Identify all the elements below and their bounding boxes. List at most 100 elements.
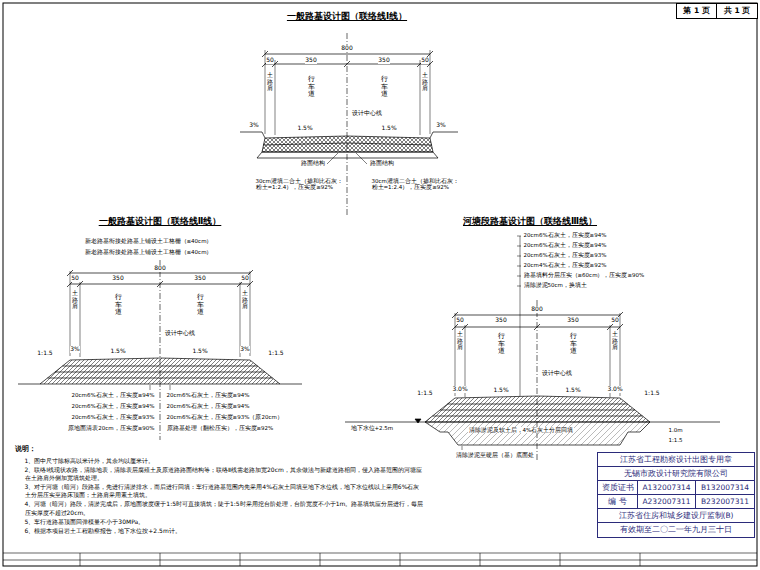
section-two-line — [160, 260, 161, 440]
annotation-label: 1.5% — [493, 387, 509, 394]
annotation-label: 20cm6%石灰土，压实度≥94% — [71, 403, 155, 409]
annotation-label: 设计中心线 — [164, 330, 195, 336]
annotation-label: 路面结构 — [369, 160, 394, 166]
section-three-line — [425, 422, 650, 445]
annotation-label: 350 — [194, 275, 206, 282]
annotation-label: 50 — [611, 317, 620, 324]
vertical-label: 行车道 — [115, 294, 122, 317]
section-two-line — [48, 366, 273, 378]
stamp-text: 共 1 页 — [717, 4, 757, 18]
section-two-line — [40, 358, 280, 384]
annotation-label: 30cm灌填二合土（掺和比石灰：粉土=1:2.4），压实度≥92% — [255, 178, 344, 191]
annotation-label: 1:1.5 — [644, 390, 660, 397]
annotation-label: 1.5% — [565, 387, 581, 394]
annotation-label: 1.5% — [297, 125, 313, 132]
annotation-label: 1.5% — [381, 125, 397, 132]
vertical-label: 土路肩 — [457, 331, 463, 351]
section-three-line — [452, 312, 623, 318]
annotation-label: 20cm6%石灰土，压实度≥94% — [166, 392, 250, 398]
annotation-label: 1.0m — [668, 427, 683, 433]
section-three-line — [415, 419, 421, 423]
stamp-text: B232007311 — [696, 495, 754, 509]
annotation-label: 20cm6%石灰土，压实度≥94% — [166, 403, 250, 409]
section-three-line — [520, 236, 521, 396]
annotation-label: 30cm灌填二合土（掺和比石灰：粉土=1:2.4），压实度≥92% — [371, 178, 460, 191]
annotation-label: 清除淤泥50cm，换填土 — [523, 282, 587, 288]
vertical-label: 行车道 — [197, 294, 204, 317]
annotation-label: 1.5% — [192, 348, 208, 355]
annotation-label: 800 — [341, 45, 353, 52]
stamp-text: B132007314 — [696, 481, 754, 495]
annotation-label: 原路基处理（翻松压实），压实度≥92% — [166, 425, 274, 431]
section-three-line — [517, 236, 521, 286]
annotation-label: 350 — [495, 317, 507, 324]
section-one-line — [327, 153, 367, 164]
seal-stamp-box: 江苏省工程勘察设计出图专用章无锡市政设计研究院有限公司资质证书A13200731… — [597, 452, 755, 538]
annotation-label: 20cm6%石灰土，压实度≥94% — [523, 242, 607, 248]
stamp-text: A232007311 — [638, 495, 696, 509]
section-two-line — [18, 384, 302, 385]
section-one-line — [262, 51, 433, 57]
annotation-label: 50 — [456, 317, 465, 324]
annotation-label: 350 — [567, 317, 579, 324]
stamp-text: 江苏省工程勘察设计出图专用章 — [598, 453, 754, 467]
annotation-label: 清除淤泥及软土后，4%石灰土分层回填 — [468, 427, 574, 433]
annotation-label: 1:1.5 — [417, 390, 433, 397]
annotation-label: 20cm6%石灰土，压实度≥93% — [71, 414, 155, 420]
vertical-label: 行车道 — [498, 333, 505, 356]
annotation-label: 800 — [531, 306, 543, 313]
vertical-label: 土路肩 — [422, 72, 428, 92]
section-three-line — [345, 422, 720, 423]
stamp-text: 有效期至二〇二一年九月三十日 — [598, 523, 754, 537]
sheet-frame-line — [3, 3, 757, 566]
annotation-label: 1:1.5 — [268, 350, 284, 357]
annotation-label: 3% — [240, 346, 251, 353]
section-one-line — [263, 143, 432, 145]
annotation-label: 设计中心线 — [541, 370, 572, 376]
section-one-line — [265, 50, 430, 135]
note-text: 5、车行道路基顶面回弹模量不小于30MPa。 — [24, 518, 425, 526]
annotation-label: 1:1.5 — [668, 437, 683, 443]
annotation-label: 20cm6%石灰土，压实度≥94% — [71, 392, 155, 398]
note-text: 4、河塘（暗河）路段，清淤完成后，原地面坡度缓于1:5时可直接填筑；陡于1:5时… — [24, 500, 425, 516]
section-one-line — [347, 33, 348, 215]
vertical-label: 土路肩 — [242, 290, 248, 310]
annotation-label: 路面结构 — [300, 160, 325, 166]
section-three-line — [433, 404, 643, 416]
vertical-label: 行车道 — [381, 76, 388, 99]
annotation-label: 地下水位+2.5m — [350, 425, 394, 431]
page-number-box: 第 1 页共 1 页 — [676, 3, 758, 19]
note-text: 2、联络Ⅰ线现状农路，清除地表，清除表层腐殖土及原道路路面结构等；联络Ⅱ线需老路… — [24, 466, 425, 482]
section-three-line — [462, 446, 463, 450]
section-three-line — [425, 396, 650, 422]
annotation-label: 50 — [71, 275, 80, 282]
annotation-label: 20cm6%石灰土，压实度≥93%（原20cm） — [166, 414, 283, 420]
annotation-label: 3% — [436, 122, 447, 129]
section-three-line — [452, 324, 623, 330]
vertical-label: 行车道 — [570, 333, 577, 356]
annotation-label: 50 — [421, 57, 430, 64]
vertical-label: 土路肩 — [72, 290, 78, 310]
annotation-label: 新老路基衔接处路基上铺设土工格栅（≤40cm） — [84, 238, 213, 244]
annotation-label: 路基填料分层压实（≥60cm），压实度≥90% — [523, 272, 645, 278]
drawing-title: 一般路基设计图（联络线Ⅰ线） — [286, 12, 407, 22]
annotation-label: 50 — [241, 275, 250, 282]
sheet-frame — [3, 3, 757, 566]
note-text: 1、图中尺寸除标高以米计外，其余均以厘米计。 — [24, 457, 425, 465]
annotation-label: 3.0% — [452, 386, 468, 393]
stamp-text: 江苏省住房和城乡建设厅监制(B) — [598, 509, 754, 523]
annotation-label: 1:1.5 — [37, 350, 53, 357]
annotation-label: 3.0% — [607, 386, 623, 393]
stamp-text: 资质证书 — [598, 481, 638, 495]
annotation-label: 20cm4%石灰土，压实度≥92% — [523, 262, 607, 268]
annotation-label: 50 — [266, 57, 275, 64]
annotation-label: 20cm6%石灰土，压实度≥93% — [523, 252, 607, 258]
annotation-label: 3% — [249, 122, 260, 129]
section-two — [18, 260, 302, 440]
annotation-label: 设计中心线 — [351, 110, 382, 116]
annotation-label: 3% — [70, 346, 81, 353]
section-three-line — [455, 313, 620, 397]
note-text: 3、对于河塘（暗河）段路基，先进行清淤排水，而后进行回填：车行道路基范围内先采用… — [24, 483, 425, 499]
annotation-label: 原地面清表20cm，压实度≥90% — [68, 425, 155, 431]
